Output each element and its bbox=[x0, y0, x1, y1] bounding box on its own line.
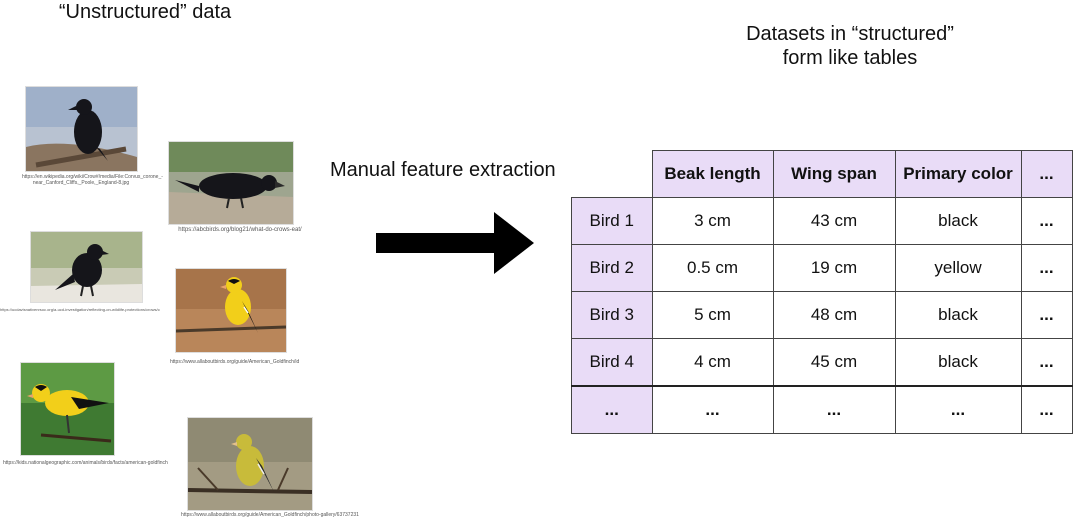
photo-caption-3: https://ucdavisnativenrsoc.org/a-ucd-inv… bbox=[0, 307, 160, 313]
table-cell: black bbox=[895, 339, 1021, 387]
table-cell: ... bbox=[1021, 245, 1072, 292]
table-cell: ... bbox=[652, 386, 773, 434]
bird-photo-goldfinch-1 bbox=[175, 268, 287, 353]
table-corner bbox=[572, 151, 653, 198]
bird-photo-goldfinch-2 bbox=[20, 362, 115, 456]
right-arrow-icon bbox=[376, 210, 536, 276]
bird-photo-goldfinch-3 bbox=[187, 417, 313, 511]
row-header: ... bbox=[572, 386, 653, 434]
photo-caption-1: https://en.wikipedia.org/wiki/Crow#/medi… bbox=[22, 174, 140, 186]
table-cell: ... bbox=[895, 386, 1021, 434]
table-cell: 45 cm bbox=[773, 339, 895, 387]
table-cell: 5 cm bbox=[652, 292, 773, 339]
table-cell: yellow bbox=[895, 245, 1021, 292]
row-header: Bird 4 bbox=[572, 339, 653, 387]
table-cell: ... bbox=[1021, 386, 1072, 434]
row-header: Bird 1 bbox=[572, 198, 653, 245]
table-row: Bird 3 5 cm 48 cm black ... bbox=[572, 292, 1073, 339]
table-cell: ... bbox=[1021, 292, 1072, 339]
features-table: Beak length Wing span Primary color ... … bbox=[571, 150, 1073, 434]
column-header: Beak length bbox=[652, 151, 773, 198]
table-row: ... ... ... ... ... bbox=[572, 386, 1073, 434]
table-cell: black bbox=[895, 292, 1021, 339]
photo-caption-5: https://kids.nationalgeographic.com/anim… bbox=[3, 460, 133, 466]
column-header: Wing span bbox=[773, 151, 895, 198]
column-header: ... bbox=[1021, 151, 1072, 198]
table-cell: 3 cm bbox=[652, 198, 773, 245]
arrow-label: Manual feature extraction bbox=[330, 158, 580, 182]
table-cell: ... bbox=[1021, 198, 1072, 245]
row-header: Bird 3 bbox=[572, 292, 653, 339]
table-cell: ... bbox=[1021, 339, 1072, 387]
table-cell: 43 cm bbox=[773, 198, 895, 245]
column-header: Primary color bbox=[895, 151, 1021, 198]
table-cell: ... bbox=[773, 386, 895, 434]
table-cell: 0.5 cm bbox=[652, 245, 773, 292]
unstructured-heading: “Unstructured” data bbox=[30, 0, 260, 24]
bird-photo-crow-2 bbox=[168, 141, 294, 225]
table-header-row: Beak length Wing span Primary color ... bbox=[572, 151, 1073, 198]
photo-caption-4: https://www.allaboutbirds.org/guide/Amer… bbox=[170, 359, 290, 365]
table-row: Bird 1 3 cm 43 cm black ... bbox=[572, 198, 1073, 245]
structured-heading: Datasets in “structured” form like table… bbox=[730, 22, 970, 70]
table-cell: black bbox=[895, 198, 1021, 245]
table-row: Bird 2 0.5 cm 19 cm yellow ... bbox=[572, 245, 1073, 292]
table-cell: 48 cm bbox=[773, 292, 895, 339]
photo-caption-2: https://abcbirds.org/blog21/what-do-crow… bbox=[160, 227, 320, 233]
table-cell: 19 cm bbox=[773, 245, 895, 292]
bird-photo-crow-1 bbox=[25, 86, 138, 172]
bird-photo-crow-3 bbox=[30, 231, 143, 303]
table-cell: 4 cm bbox=[652, 339, 773, 387]
photo-caption-6: https://www.allaboutbirds.org/guide/Amer… bbox=[165, 512, 375, 518]
row-header: Bird 2 bbox=[572, 245, 653, 292]
table-row: Bird 4 4 cm 45 cm black ... bbox=[572, 339, 1073, 387]
